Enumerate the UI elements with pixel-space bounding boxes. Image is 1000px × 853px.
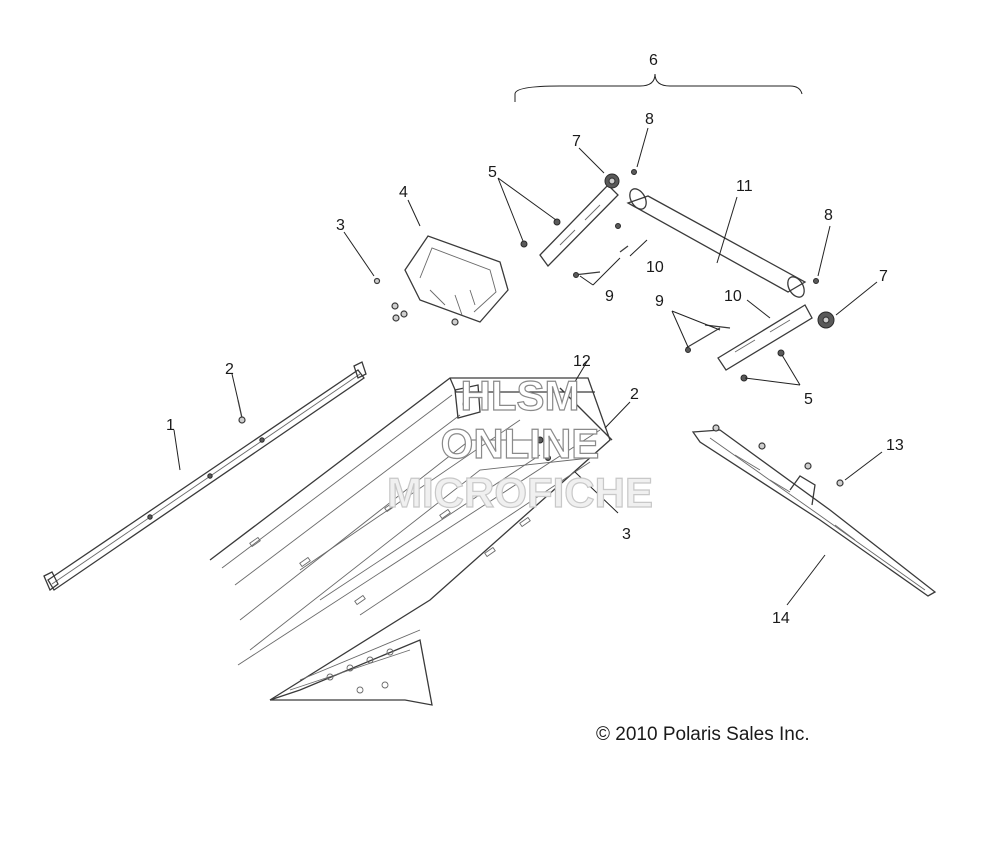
callout-2: 2 xyxy=(225,361,234,378)
part-11-tube xyxy=(626,188,807,298)
callout-9: 9 xyxy=(655,293,664,310)
callout-2: 2 xyxy=(630,386,639,403)
callout-8: 8 xyxy=(645,111,654,128)
callout-8: 8 xyxy=(824,207,833,224)
part-3-bolt xyxy=(373,277,381,285)
callout-9: 9 xyxy=(605,288,614,305)
part-2-bolt xyxy=(237,399,246,424)
part-14-rail xyxy=(691,424,937,597)
part-12-bracket xyxy=(454,384,551,461)
part-8-bolt xyxy=(631,169,637,175)
watermark-line-2: ONLINE xyxy=(441,420,600,467)
part-10-arm-left xyxy=(520,173,629,278)
callout-10: 10 xyxy=(724,288,742,305)
callout-13: 13 xyxy=(886,437,904,454)
callout-7: 7 xyxy=(572,133,581,150)
callout-7: 7 xyxy=(879,268,888,285)
callout-labels: 1 2 2 3 3 4 5 5 6 7 7 8 8 9 9 10 10 11 1… xyxy=(166,52,904,627)
callout-6: 6 xyxy=(649,52,658,69)
watermark: HLSM ONLINE MICROFICHE xyxy=(386,371,653,516)
callout-14: 14 xyxy=(772,610,790,627)
callout-5: 5 xyxy=(488,164,497,181)
part-10-arm-right xyxy=(685,304,835,382)
callout-5: 5 xyxy=(804,391,813,408)
part-1-rail xyxy=(43,361,367,592)
watermark-line-1: HLSM xyxy=(461,372,580,419)
leader-lines xyxy=(173,73,883,606)
watermark-line-3: MICROFICHE xyxy=(387,469,653,516)
callout-12: 12 xyxy=(573,353,591,370)
callout-11: 11 xyxy=(736,178,753,195)
tunnel-frame xyxy=(209,377,613,706)
callout-3: 3 xyxy=(622,526,631,543)
callout-10: 10 xyxy=(646,259,664,276)
copyright-text: © 2010 Polaris Sales Inc. xyxy=(596,724,810,745)
callout-3: 3 xyxy=(336,217,345,234)
callout-1: 1 xyxy=(166,417,175,434)
callout-4: 4 xyxy=(399,184,408,201)
part-8-bolt xyxy=(813,278,819,284)
part-4-cover xyxy=(391,235,509,326)
